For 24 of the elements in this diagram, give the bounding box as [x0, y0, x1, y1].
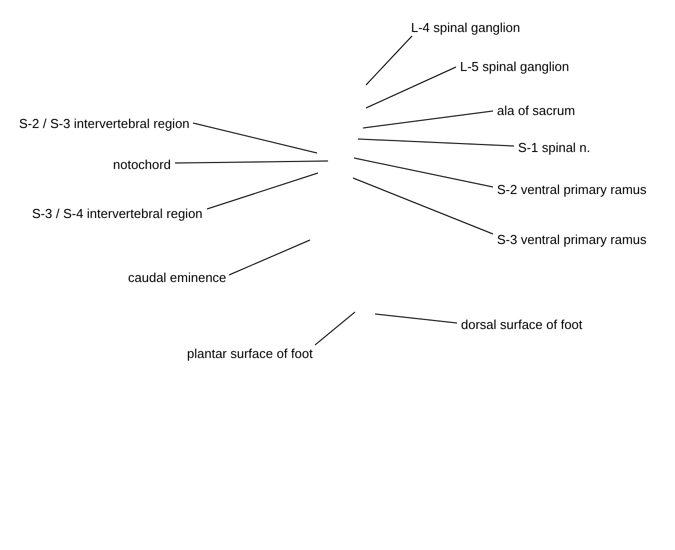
leader-line — [206, 172, 318, 210]
leader-line — [366, 36, 412, 86]
leader-line — [366, 66, 456, 108]
structure-label: S-2 / S-3 intervertebral region — [19, 116, 190, 130]
structure-label: L-4 spinal ganglion — [411, 20, 520, 34]
leader-line — [228, 240, 310, 276]
structure-label: S-3 ventral primary ramus — [497, 232, 647, 246]
leader-line — [358, 138, 514, 146]
leader-line — [354, 158, 494, 188]
structure-label: S-3 / S-4 intervertebral region — [32, 206, 203, 220]
structure-label: caudal eminence — [128, 270, 226, 284]
leader-line — [174, 160, 328, 164]
leader-line — [374, 314, 458, 324]
leader-line — [352, 178, 494, 234]
leader-line — [362, 110, 494, 128]
structure-label: S-1 spinal n. — [518, 140, 590, 154]
structure-label: notochord — [113, 156, 171, 172]
structure-label: L-5 spinal ganglion — [460, 58, 570, 74]
structure-label: ala of sacrum — [497, 102, 576, 118]
leader-line — [192, 122, 318, 154]
structure-label: S-2 ventral primary ramus — [497, 182, 647, 196]
structure-label: plantar surface of foot — [187, 346, 313, 360]
structure-label: dorsal surface of foot — [461, 316, 582, 332]
leader-line — [314, 312, 356, 346]
